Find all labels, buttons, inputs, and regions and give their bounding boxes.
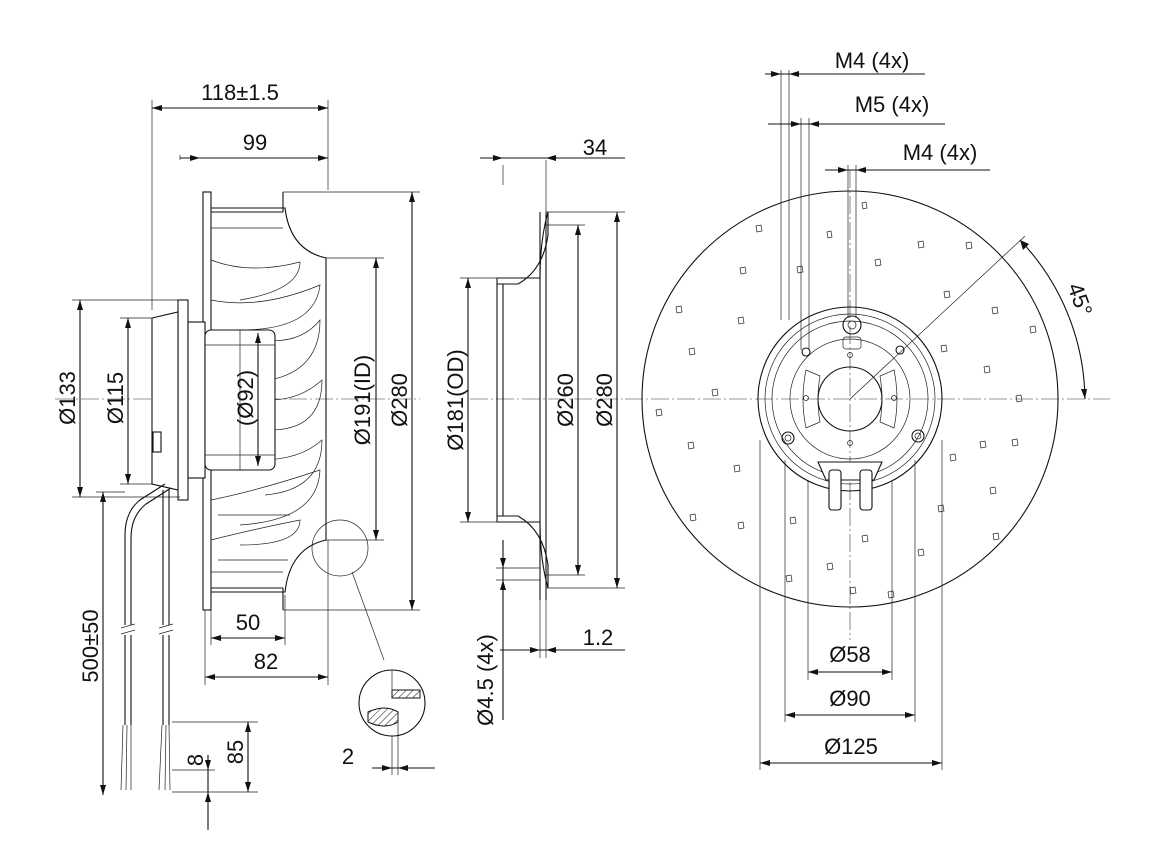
motor-body (151, 311, 179, 491)
motor-flange (177, 299, 189, 501)
dim-99: 99 (243, 130, 267, 155)
side-dimensions: 118±1.5 99 Ø133 Ø115 (Ø92) Ø191(ID) (55, 80, 435, 830)
dim-d4-5: Ø4.5 (4x) (473, 634, 498, 726)
dim-500: 500±50 (78, 609, 103, 682)
dim-50: 50 (236, 610, 260, 635)
dim-d125: Ø125 (824, 734, 878, 759)
dim-d90: Ø90 (829, 686, 871, 711)
cables (120, 483, 174, 791)
dim-85: 85 (223, 740, 248, 764)
angle-arc (1019, 239, 1086, 400)
impeller-shroud (211, 207, 327, 593)
front-view: 45° (625, 170, 1110, 640)
detail-circle (311, 519, 369, 577)
inlet-ring (470, 211, 625, 600)
detail-view (358, 669, 426, 737)
dim-m5: M5 (4x) (855, 92, 930, 117)
side-view (55, 191, 426, 791)
dim-m4-mid: M4 (4x) (903, 140, 978, 165)
impeller-outline (641, 190, 1059, 608)
dim-2: 2 (342, 744, 354, 769)
dim-8: 8 (183, 754, 208, 766)
blade-marks (655, 201, 1037, 599)
front-dimensions: M4 (4x) M5 (4x) M4 (4x) Ø58 Ø90 Ø125 (759, 48, 990, 770)
dim-d92: (Ø92) (233, 370, 258, 426)
connector (152, 431, 162, 453)
dim-d280-ring: Ø280 (592, 373, 617, 427)
dim-d58: Ø58 (829, 642, 871, 667)
dim-d133: Ø133 (55, 371, 80, 425)
dim-118: 118±1.5 (201, 80, 279, 105)
dim-d280-side: Ø280 (387, 373, 412, 427)
dim-d115: Ø115 (103, 372, 128, 424)
mounting-holes (781, 345, 925, 446)
dim-34: 34 (583, 135, 607, 160)
dim-d181: Ø181(OD) (443, 349, 468, 450)
dim-d191: Ø191(ID) (350, 355, 375, 445)
dim-m4-top: M4 (4x) (835, 48, 910, 73)
inlet-dimensions: 34 Ø181(OD) Ø260 Ø280 Ø4.5 (4x) 1.2 (443, 135, 625, 726)
impeller-blades (210, 227, 323, 573)
motor-outline (757, 306, 943, 492)
dim-82: 82 (254, 649, 278, 674)
dim-1-2: 1.2 (583, 625, 614, 650)
dim-d260: Ø260 (553, 373, 578, 427)
